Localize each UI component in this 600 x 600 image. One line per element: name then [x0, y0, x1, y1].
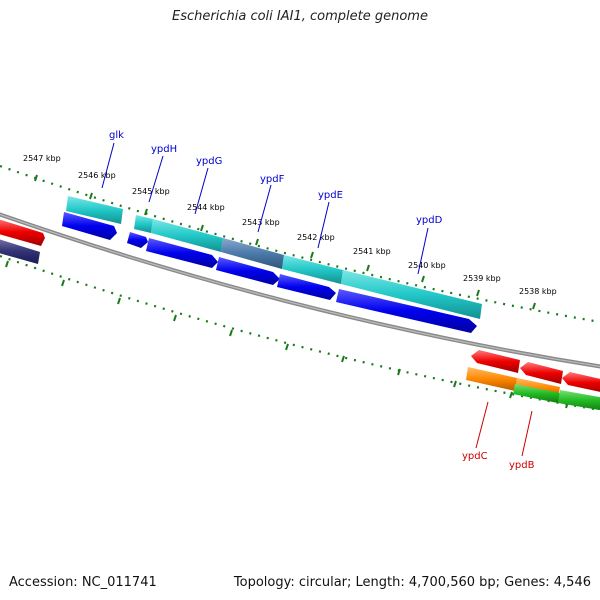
ypdC-gene-segment[interactable]	[466, 367, 517, 391]
ypdD-gene-segment[interactable]	[341, 270, 482, 319]
tick-label: 2540 kbp	[408, 261, 446, 270]
genome-backbone-highlight	[0, 213, 600, 368]
gene-label-ypdB[interactable]: ypdB	[509, 460, 535, 471]
outer-major-ticks	[34, 174, 536, 310]
glk-gene-segment[interactable]	[66, 196, 123, 224]
tick-label: 2542 kbp	[297, 233, 335, 242]
map-title: Escherichia coli IAI1, complete genome	[172, 9, 428, 24]
left-red-gene-arrow[interactable]	[0, 218, 45, 246]
tick-label: 2538 kbp	[519, 287, 557, 296]
ypdG-gene-segment[interactable]	[151, 219, 223, 252]
tick-label: 2545 kbp	[132, 187, 170, 196]
gene-label-ypdF[interactable]: ypdF	[260, 174, 285, 185]
reverse-green-segment[interactable]	[558, 390, 600, 411]
ypdB-green-segment[interactable]	[513, 384, 560, 403]
gene-label-ypdC[interactable]: ypdC	[462, 451, 488, 462]
gene-label-ypdD[interactable]: ypdD	[416, 215, 443, 226]
tick-label: 2546 kbp	[78, 171, 116, 180]
genome-summary-text: Topology: circular; Length: 4,700,560 bp…	[233, 575, 591, 590]
gene-label-ypdE[interactable]: ypdE	[318, 190, 343, 201]
reverse-cds-arrow[interactable]	[520, 362, 563, 384]
tick-label: 2539 kbp	[463, 274, 501, 283]
tick-label: 2541 kbp	[353, 247, 391, 256]
gene-label-glk[interactable]: glk	[109, 130, 124, 141]
gene-label-ypdH[interactable]: ypdH	[151, 144, 177, 155]
ypdG-cds-arrow[interactable]	[146, 238, 218, 268]
ypdE-gene-segment[interactable]	[282, 255, 343, 284]
reverse-cds-arrow[interactable]	[562, 372, 600, 393]
glk-cds-arrow[interactable]	[62, 212, 117, 240]
tick-label: 2547 kbp	[23, 154, 61, 163]
ypdH-cds-arrow[interactable]	[127, 232, 148, 248]
gene-label-ypdG[interactable]: ypdG	[196, 156, 222, 167]
accession-text: Accession: NC_011741	[9, 575, 157, 590]
ypdD-cds-arrow[interactable]	[336, 289, 477, 333]
ypdE-cds-arrow[interactable]	[277, 274, 336, 300]
forward-leader-lines	[101, 142, 429, 275]
ypdH-gene-segment[interactable]	[134, 215, 153, 233]
reverse-cds-arrow[interactable]	[471, 350, 520, 373]
ypdF-gene-segment[interactable]	[221, 238, 284, 269]
inner-major-ticks	[5, 260, 569, 409]
left-dark-feature[interactable]	[0, 238, 40, 264]
ypdF-cds-arrow[interactable]	[216, 257, 280, 285]
tick-label: 2544 kbp	[187, 203, 225, 212]
reverse-leader-lines	[475, 401, 533, 457]
